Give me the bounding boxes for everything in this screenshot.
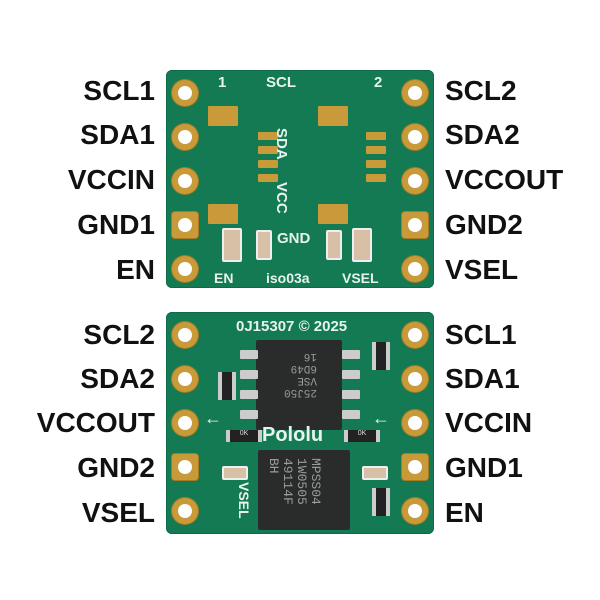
top-board: 1 SCL 2 SDA VCC GND EN iso03a VSEL xyxy=(166,70,434,288)
bottom-right-label-1: SCL1 xyxy=(445,319,517,350)
top-right-label-2: SDA2 xyxy=(445,119,520,150)
top-right-label-1: SCL2 xyxy=(445,75,517,106)
bottom-right-label-3: VCCIN xyxy=(445,407,533,438)
bottom-left-label-5: VSEL xyxy=(81,497,155,528)
top-left-label-2: SDA1 xyxy=(80,119,155,150)
pad-icon xyxy=(402,212,428,238)
bottom-left-label-2: SDA2 xyxy=(80,363,155,394)
pad-icon xyxy=(402,410,428,436)
silk-sda: SDA xyxy=(273,128,290,160)
bottom-board: 0J15307 © 2025 25J50 VSE 6D49 16 0K 0K ←… xyxy=(166,312,434,534)
top-left-label-3: VCCIN xyxy=(67,164,155,195)
pad-icon xyxy=(172,498,198,524)
arrow-left-icon: ← xyxy=(204,408,222,428)
top-left-label-1: SCL1 xyxy=(83,75,155,106)
top-right-label-5: VSEL xyxy=(445,254,519,285)
silk-scl: SCL xyxy=(266,74,296,91)
silk-brand: Pololu xyxy=(262,424,324,446)
bottom-right-label-2: SDA1 xyxy=(445,363,520,394)
pad-icon xyxy=(402,80,428,106)
bottom-left-label-3: VCCOUT xyxy=(36,407,155,438)
pad-icon xyxy=(172,366,198,392)
top-left-label-5: EN xyxy=(116,254,155,285)
pad-icon xyxy=(172,322,198,348)
top-right-label-4: GND2 xyxy=(445,209,523,240)
pad-icon xyxy=(172,256,198,282)
pad-icon xyxy=(402,454,428,480)
pad-icon xyxy=(172,410,198,436)
silk-vsel: VSEL xyxy=(342,270,379,286)
silk-en: EN xyxy=(214,270,234,286)
pad-icon xyxy=(172,124,198,150)
pad-icon xyxy=(402,366,428,392)
bottom-right-label-4: GND1 xyxy=(445,452,523,483)
pad-icon xyxy=(402,322,428,348)
pad-icon xyxy=(172,454,198,480)
chip-bottom: MPSS04 1W0505 49114F BH xyxy=(258,450,350,530)
silk-vsel: VSEL xyxy=(236,482,252,519)
bottom-right-label-5: EN xyxy=(445,497,484,528)
bottom-left-label-4: GND2 xyxy=(77,452,155,483)
top-left-label-4: GND1 xyxy=(77,209,155,240)
pad-icon xyxy=(402,498,428,524)
pad-icon xyxy=(402,168,428,194)
silk-gnd: GND xyxy=(277,230,311,247)
silk-pin1: 1 xyxy=(218,74,227,91)
pad-icon xyxy=(172,168,198,194)
silk-vcc: VCC xyxy=(273,182,290,214)
pad-icon xyxy=(402,256,428,282)
pad-icon xyxy=(402,124,428,150)
arrow-left-icon: ← xyxy=(372,408,390,428)
silk-board-id: iso03a xyxy=(266,270,310,286)
pad-icon xyxy=(172,212,198,238)
chip-top: 25J50 VSE 6D49 16 xyxy=(256,340,342,430)
silk-part-code: 0J15307 © 2025 xyxy=(236,318,348,335)
pad-icon xyxy=(172,80,198,106)
bottom-left-label-1: SCL2 xyxy=(83,319,155,350)
silk-pin2: 2 xyxy=(374,74,383,91)
top-right-label-3: VCCOUT xyxy=(445,164,564,195)
